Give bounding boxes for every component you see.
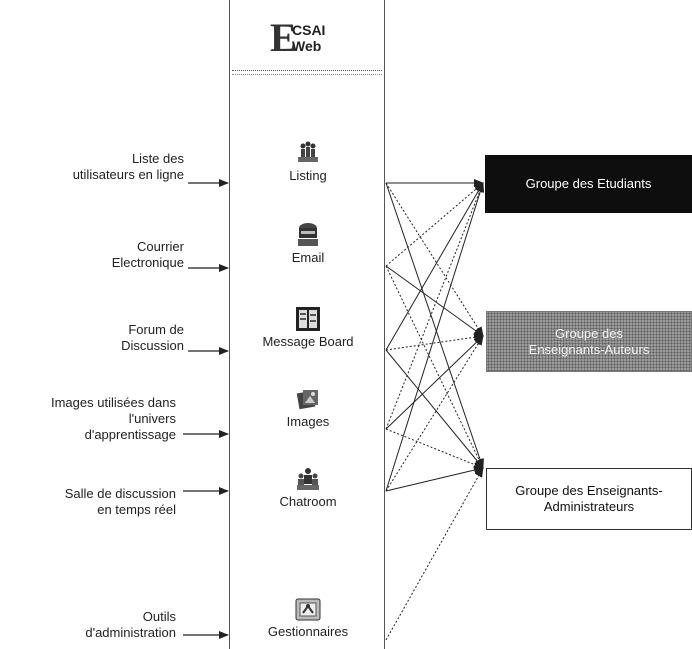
access-link-line	[385, 182, 484, 267]
logo-divider	[232, 70, 382, 75]
tool-label: Gestionnaires	[267, 624, 349, 639]
logo-line-2: Web	[292, 38, 322, 54]
access-link-line	[385, 182, 485, 492]
desc-line: en temps réel	[97, 502, 176, 517]
message-board-icon	[296, 307, 320, 331]
desc-gestionnaires: Outils d'administration	[85, 609, 176, 641]
tool-label: Images	[286, 414, 330, 429]
access-link-line	[385, 265, 484, 469]
tool-images[interactable]: Images	[230, 386, 386, 429]
desc-email: Courrier Electronique	[112, 239, 184, 271]
desc-chatroom: Salle de discussion en temps réel	[65, 486, 176, 518]
desc-line: Outils	[142, 609, 176, 624]
access-link-line	[385, 182, 484, 351]
desc-message-board: Forum de Discussion	[121, 322, 184, 354]
images-icon	[296, 390, 318, 410]
group-enseignants-administrateurs: Groupe des Enseignants- Administrateurs	[486, 468, 692, 530]
access-link-line	[385, 333, 484, 351]
desc-line: l'univers	[128, 411, 176, 426]
access-link-line	[385, 265, 484, 337]
group-etudiants: Groupe des Etudiants	[485, 155, 692, 213]
access-link-line	[385, 182, 484, 337]
desc-line: d'administration	[85, 625, 176, 640]
access-link-line	[385, 467, 484, 641]
desc-listing: Liste des utilisateurs en ligne	[73, 151, 184, 183]
desc-line: Images utilisées dans	[50, 395, 176, 410]
desc-line: Salle de discussion	[64, 486, 176, 501]
desc-line: Discussion	[121, 338, 184, 353]
group-enseignants-auteurs: Groupe des Enseignants-Auteurs	[486, 311, 692, 372]
tool-chatroom[interactable]: Chatroom	[230, 466, 386, 509]
tool-label: Chatroom	[279, 494, 337, 509]
tool-message-board[interactable]: Message Board	[230, 306, 386, 349]
logo-line-1: CSAI	[292, 22, 326, 38]
access-link-line	[385, 182, 484, 430]
desc-line: d'apprentissage	[84, 427, 176, 442]
mailbox-icon	[298, 223, 318, 246]
tool-column: E CSAI Web Listing Email	[229, 0, 385, 649]
access-link-line	[385, 349, 484, 469]
group-line: Administrateurs	[543, 499, 635, 514]
logo-letter: E	[270, 15, 297, 60]
desc-line: Electronique	[111, 255, 184, 270]
tool-email[interactable]: Email	[230, 222, 386, 265]
tool-gestionnaires[interactable]: Gestionnaires	[230, 596, 386, 639]
group-line: Groupe des	[555, 325, 623, 341]
desc-images: Images utilisées dans l'univers d'appren…	[51, 395, 176, 443]
admin-tools-icon	[295, 598, 321, 621]
tool-label: Listing	[289, 168, 327, 183]
group-line: Groupe des Etudiants	[525, 176, 652, 191]
access-link-line	[385, 466, 484, 492]
desc-line: Courrier	[137, 239, 184, 254]
desc-line: utilisateurs en ligne	[72, 167, 184, 182]
group-line: Enseignants-Auteurs	[528, 341, 650, 357]
chatroom-icon	[297, 468, 319, 490]
users-listing-icon	[298, 141, 318, 162]
access-link-line	[385, 335, 484, 492]
ecsai-web-logo: E CSAI Web	[270, 18, 346, 64]
tool-label: Email	[291, 250, 325, 265]
desc-line: Forum de	[128, 322, 184, 337]
desc-line: Liste des	[131, 151, 184, 166]
group-line: Groupe des Enseignants-	[515, 483, 663, 498]
access-link-line	[385, 335, 484, 430]
access-link-line	[385, 428, 484, 469]
tool-label: Message Board	[262, 334, 354, 349]
access-link-line	[385, 182, 484, 469]
tool-listing[interactable]: Listing	[230, 140, 386, 183]
